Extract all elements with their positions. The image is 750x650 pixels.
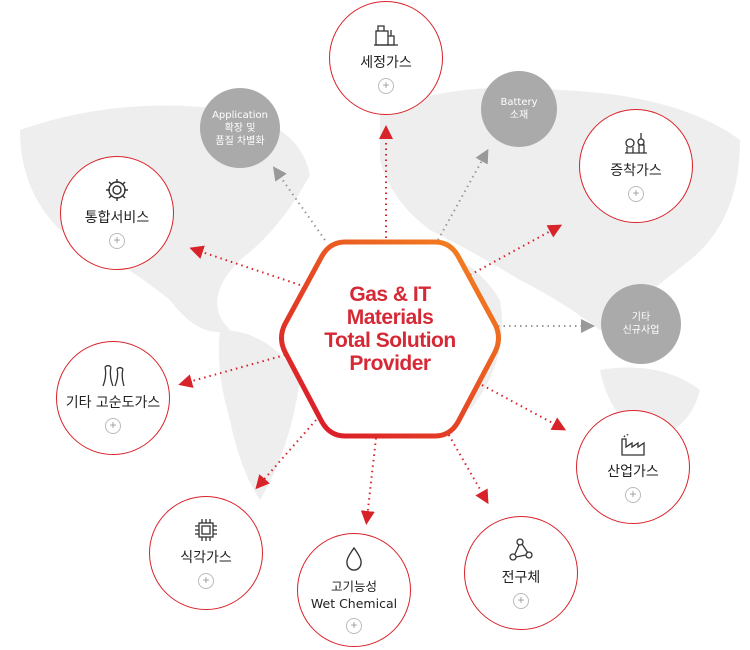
center-line: Provider xyxy=(349,352,431,375)
expand-plus-button[interactable]: + xyxy=(346,618,362,634)
molecule-icon xyxy=(509,538,533,561)
expand-plus-button[interactable]: + xyxy=(109,233,125,249)
node-wet-chemical[interactable]: 고기능성 Wet Chemical + xyxy=(297,533,411,647)
future-label: Application xyxy=(212,109,268,121)
expand-plus-button[interactable]: + xyxy=(513,593,529,609)
future-label: 신규사업 xyxy=(622,325,660,336)
chip-icon xyxy=(195,519,217,541)
future-label: 확장 및 xyxy=(224,122,256,134)
node-cleaning-gas[interactable]: 세정가스 + xyxy=(329,1,443,115)
future-node-application: Application 확장 및 품질 차별화 xyxy=(200,88,280,168)
expand-plus-button[interactable]: + xyxy=(198,573,214,589)
expand-plus-button[interactable]: + xyxy=(105,418,121,434)
node-label: 세정가스 xyxy=(360,55,412,71)
node-label-secondary: Wet Chemical xyxy=(310,596,398,611)
expand-plus-button[interactable]: + xyxy=(625,487,641,503)
future-node-new-business: 기타 신규사업 xyxy=(601,284,681,364)
expand-plus-button[interactable]: + xyxy=(378,78,394,94)
center-line: Materials xyxy=(346,306,434,329)
node-label: 고기능성 xyxy=(330,579,377,594)
center-line: Gas & IT xyxy=(349,283,431,306)
node-label: 통합서비스 xyxy=(84,210,150,226)
node-label: 증착가스 xyxy=(610,163,662,179)
node-label: 산업가스 xyxy=(607,464,659,480)
node-integrated-service[interactable]: 통합서비스 + xyxy=(60,156,174,270)
node-label: 전구체 xyxy=(501,570,541,586)
center-line: Total Solution xyxy=(324,329,456,352)
cooling-tower-icon xyxy=(102,364,125,387)
node-label: 기타 고순도가스 xyxy=(65,395,161,411)
center-title: Gas & IT Materials Total Solution Provid… xyxy=(300,283,480,375)
node-precursor[interactable]: 전구체 + xyxy=(464,516,578,630)
node-industrial-gas[interactable]: 산업가스 + xyxy=(576,410,690,524)
droplet-icon xyxy=(346,546,362,571)
factory-icon xyxy=(621,434,645,456)
future-label: 소재 xyxy=(509,110,529,121)
node-high-purity-gas[interactable]: 기타 고순도가스 + xyxy=(56,341,170,455)
gear-icon xyxy=(106,179,128,201)
plant-icon xyxy=(625,133,647,154)
expand-plus-button[interactable]: + xyxy=(628,186,644,202)
future-label: 기타 xyxy=(631,312,651,323)
center-hexagon xyxy=(279,239,501,439)
node-etching-gas[interactable]: 식각가스 + xyxy=(149,496,263,610)
future-connector-lines xyxy=(272,148,595,333)
node-deposition-gas[interactable]: 증착가스 + xyxy=(579,109,693,223)
future-label: 품질 차별화 xyxy=(215,135,265,147)
future-node-battery: Battery 소재 xyxy=(481,71,557,147)
tank-icon xyxy=(374,25,398,46)
node-label: 식각가스 xyxy=(180,550,232,566)
connector-lines xyxy=(178,125,567,525)
future-label: Battery xyxy=(500,97,538,108)
